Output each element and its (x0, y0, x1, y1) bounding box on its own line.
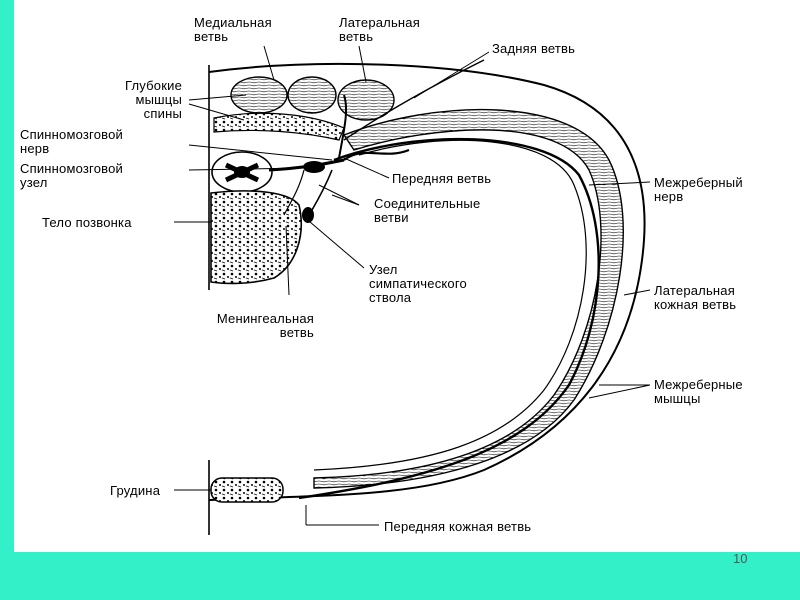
page-number: 10 (733, 551, 748, 566)
label-lateral-cutaneous-branch: Латеральная кожная ветвь (654, 283, 737, 312)
label-deep-back-muscles: Глубокие мышцы спины (125, 78, 182, 121)
label-meningeal-branch: Менингеальная ветвь (216, 311, 314, 340)
body-wall-outer (208, 62, 646, 501)
deep-back-muscles (213, 76, 395, 141)
label-posterior-branch: Задняя ветвь (492, 41, 576, 56)
slide: Медиальная ветвь Латеральная ветвь Задня… (14, 0, 800, 552)
label-intercostal-muscles: Межреберные мышцы (654, 377, 743, 406)
label-anterior-cutaneous-branch: Передняя кожная ветвь (384, 519, 532, 534)
intercostal-nerve-diagram (174, 45, 651, 535)
spinal-nerve (268, 59, 485, 223)
spinal-cord (211, 151, 273, 193)
leader-lines (174, 45, 651, 526)
rib-band-inner (313, 139, 587, 471)
label-vertebral-body: Тело позвонка (42, 215, 132, 230)
label-anterior-branch: Передняя ветвь (392, 171, 492, 186)
label-spinal-ganglion: Спинномозговой узел (20, 161, 123, 190)
label-spinal-nerve: Спинномозговой нерв (20, 127, 123, 156)
intercostal-muscles-band (313, 108, 624, 489)
label-lateral-branch: Латеральная ветвь (339, 15, 420, 44)
label-intercostal-nerve: Межреберный нерв (654, 175, 743, 204)
intercostal-nerve-path (298, 137, 600, 500)
label-communicating-branches: Соединительные ветви (374, 196, 481, 225)
vertebral-body (210, 190, 302, 285)
label-sternum: Грудина (110, 483, 161, 498)
sternum (210, 477, 284, 503)
label-sympathetic-ganglion: Узел симпатического ствола (369, 262, 467, 305)
label-medial-branch: Медиальная ветвь (194, 15, 272, 44)
